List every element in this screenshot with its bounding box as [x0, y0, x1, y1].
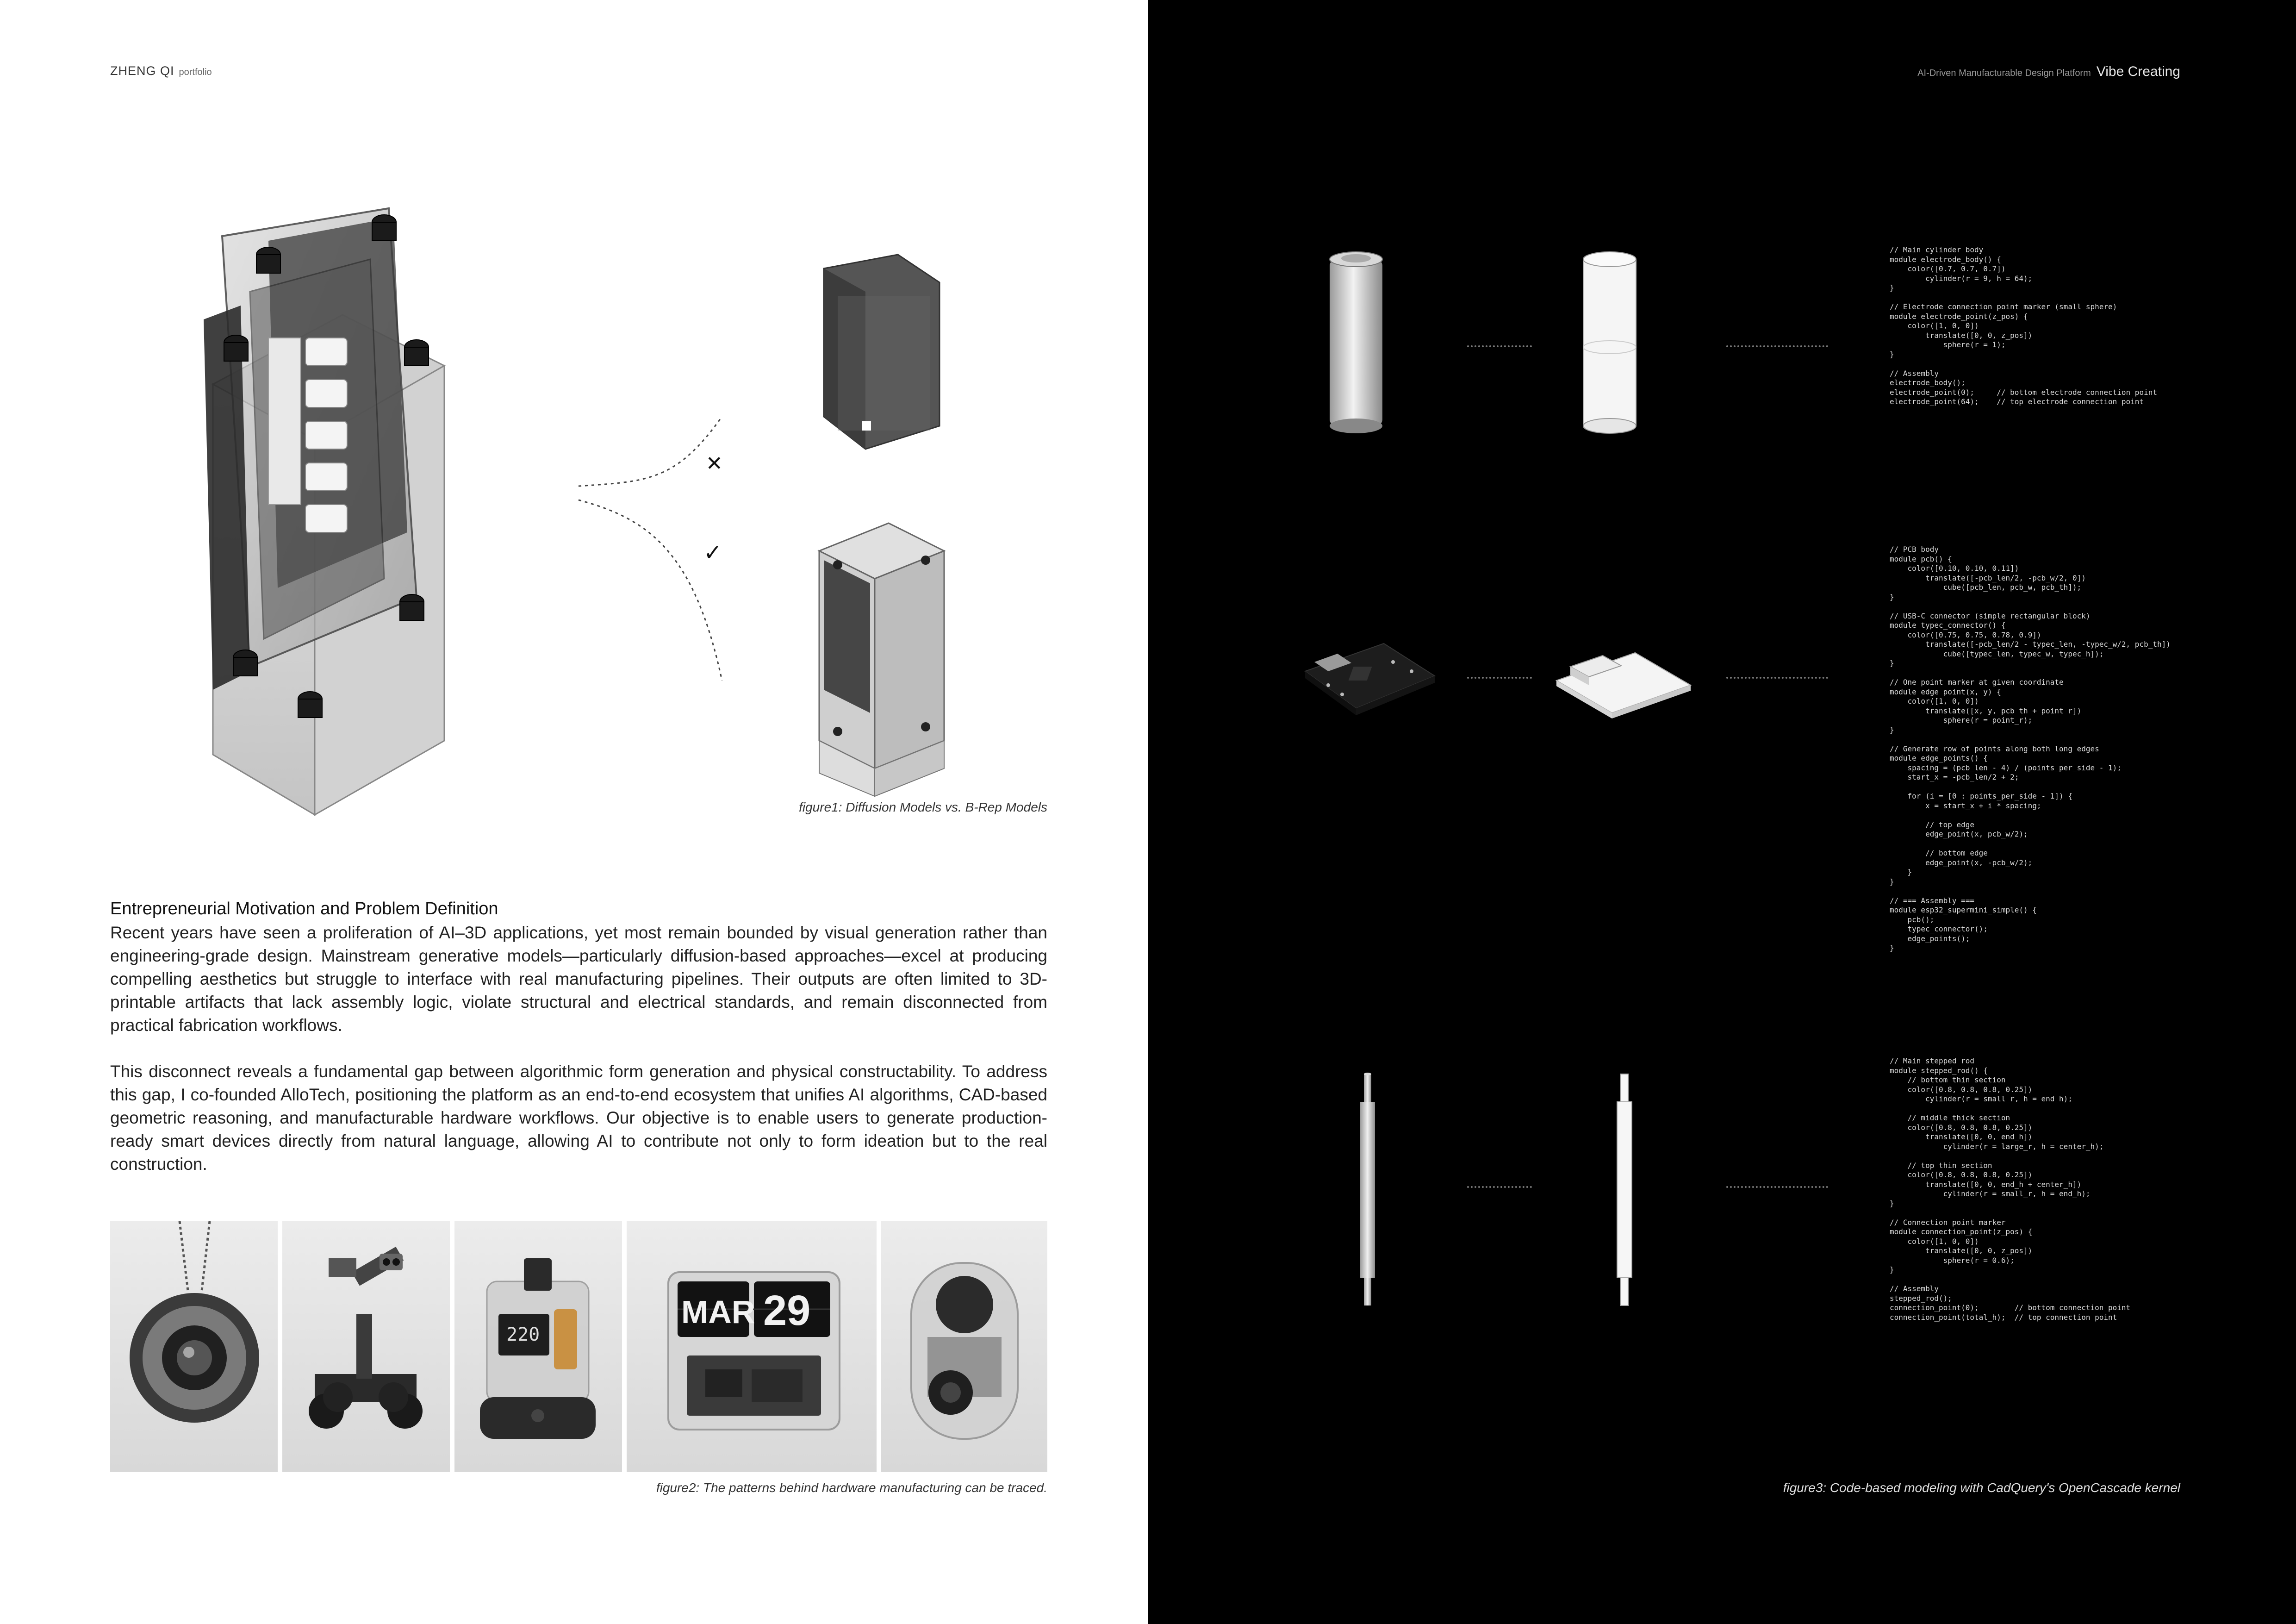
dotted-arrow-2a: [1467, 677, 1532, 679]
author-name: ZHENG QI: [110, 64, 174, 78]
figure2-caption: figure2: The patterns behind hardware ma…: [656, 1480, 1047, 1495]
author-header: ZHENG QI portfolio: [110, 64, 212, 78]
figure3-caption: figure3: Code-based modeling with CadQue…: [1783, 1480, 2180, 1495]
device-display-value: 220: [506, 1324, 540, 1345]
flip-clock-photo: MAR 29: [627, 1221, 877, 1472]
clock-month: MAR: [681, 1294, 755, 1330]
author-subtitle: portfolio: [179, 67, 212, 77]
left-page: ZHENG QI portfolio: [110, 64, 1047, 1495]
diffusion-output-slab: [823, 254, 940, 450]
pcb-wireframe-render: [1555, 652, 1692, 718]
project-title: Vibe Creating: [2096, 64, 2180, 79]
display-device-photo: 220: [454, 1221, 622, 1472]
paragraph-2: This disconnect reveals a fundamental ga…: [110, 1062, 1047, 1174]
fail-cross-icon: ✕: [706, 452, 723, 475]
success-connector-curve: [578, 499, 723, 681]
fail-connector-curve: [578, 416, 723, 487]
rod-wireframe-render: [1617, 1074, 1632, 1306]
robot-arm-rover-photo: [282, 1221, 450, 1472]
platform-label: AI-Driven Manufacturable Design Platform: [1917, 68, 2091, 78]
electrode-wireframe-render: [1583, 251, 1636, 434]
page-header-right: AI-Driven Manufacturable Design Platform…: [1917, 64, 2180, 80]
brep-output-model: [817, 522, 946, 797]
section-title: Entrepreneurial Motivation and Problem D…: [110, 899, 498, 918]
right-page: AI-Driven Manufacturable Design Platform…: [1148, 0, 2296, 1624]
electrode-photoreal-render: [1329, 251, 1383, 433]
pcb-code-block: // PCB body module pcb() { color([0.10, …: [1890, 545, 2171, 952]
figure2-gallery: 220 MAR 29: [110, 1221, 1047, 1472]
success-check-icon: ✓: [703, 540, 722, 566]
dotted-arrow-2b: [1726, 677, 1828, 679]
pendant-camera-photo: [110, 1221, 278, 1472]
figure1-caption: figure1: Diffusion Models vs. B-Rep Mode…: [799, 800, 1047, 814]
speaker-device-photo: [881, 1221, 1047, 1472]
transparent-enclosure-model: [204, 207, 446, 816]
dotted-arrow-3a: [1467, 1186, 1532, 1188]
dotted-arrow-1b: [1726, 345, 1828, 347]
electrode-code-block: // Main cylinder body module electrode_b…: [1890, 245, 2157, 406]
paragraph-1: Recent years have seen a proliferation o…: [110, 923, 1047, 1035]
rod-code-block: // Main stepped rod module stepped_rod()…: [1890, 1056, 2131, 1322]
figure1-illustration: ✕ ✓: [204, 207, 946, 816]
pcb-photoreal-render: [1304, 643, 1436, 715]
dotted-arrow-3b: [1726, 1186, 1828, 1188]
dotted-arrow-1a: [1467, 345, 1532, 347]
clock-day: 29: [763, 1287, 810, 1334]
rod-photoreal-render: [1360, 1073, 1375, 1305]
